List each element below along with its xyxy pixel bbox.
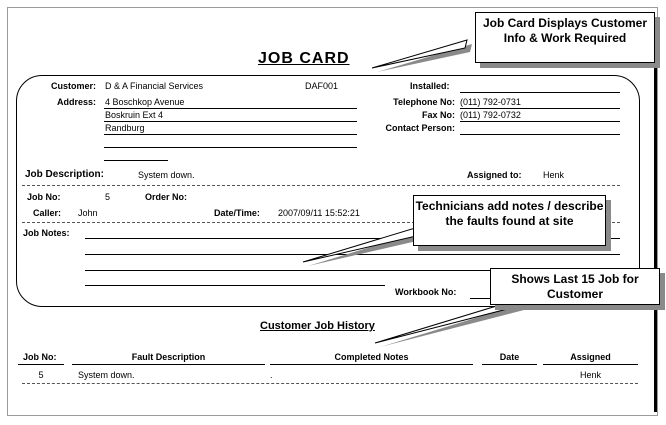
divider <box>22 222 620 223</box>
job-description-label: Job Description: <box>25 169 104 180</box>
history-header-rule <box>18 364 64 365</box>
job-notes-line-1[interactable] <box>85 238 620 239</box>
history-col-assigned: Assigned <box>570 352 611 362</box>
customer-value: D & A Financial Services <box>105 81 204 91</box>
history-header-rule <box>270 364 473 365</box>
history-col-notes: Completed Notes <box>334 352 409 362</box>
callout-customer-info: Job Card Displays Customer Info & Work R… <box>475 12 655 63</box>
caller-value: John <box>78 208 98 218</box>
installed-field[interactable] <box>460 92 620 93</box>
page-edge-line <box>654 65 657 412</box>
pointer-info <box>371 39 468 69</box>
address-label: Address: <box>56 97 96 107</box>
history-title: Customer Job History <box>260 320 375 332</box>
address-field-5[interactable] <box>104 160 168 161</box>
job-notes-line-3[interactable] <box>85 270 620 271</box>
contact-label: Contact Person: <box>385 123 455 133</box>
history-col-job-no: Job No: <box>23 352 57 362</box>
workbook-label: Workbook No: <box>395 287 457 297</box>
job-no-label: Job No: <box>27 192 61 202</box>
fax-value: (011) 792-0732 <box>460 110 521 120</box>
customer-code: DAF001 <box>305 81 339 91</box>
divider <box>22 185 620 186</box>
address-field-3[interactable] <box>104 134 357 135</box>
telephone-label: Telephone No: <box>393 97 455 107</box>
history-col-fault: Fault Description <box>131 352 206 362</box>
history-row-divider <box>22 383 638 384</box>
address-field-4[interactable] <box>104 147 357 148</box>
customer-label: Customer: <box>50 81 96 91</box>
assigned-value: Henk <box>543 170 565 180</box>
address-field-1[interactable] <box>104 108 357 109</box>
history-col-date: Date <box>499 352 520 362</box>
installed-label: Installed: <box>410 81 450 91</box>
history-header-rule <box>543 364 638 365</box>
address-line-3: Randburg <box>105 123 145 133</box>
history-row-job-no: 5 <box>38 370 44 380</box>
window-frame <box>7 7 658 416</box>
job-card-title: JOB CARD <box>258 50 350 67</box>
job-description-value: System down. <box>138 170 195 180</box>
job-notes-label: Job Notes: <box>23 228 70 238</box>
history-row-assigned: Henk <box>579 370 601 380</box>
assigned-label: Assigned to: <box>467 170 522 180</box>
telephone-value: (011) 792-0731 <box>460 97 521 107</box>
callout-job-history: Shows Last 15 Job for Customer <box>490 268 660 305</box>
job-notes-line-4[interactable] <box>85 285 385 286</box>
order-no-label: Order No: <box>145 192 188 202</box>
telephone-field[interactable] <box>460 108 620 109</box>
address-line-1: 4 Boschkop Avenue <box>105 97 185 107</box>
address-line-2: Boskruin Ext 4 <box>105 110 164 120</box>
fax-field[interactable] <box>460 121 620 122</box>
datetime-label: Date/Time: <box>214 208 260 218</box>
caller-label: Caller: <box>33 208 62 218</box>
history-header-rule <box>482 364 537 365</box>
history-row-notes: . <box>270 370 273 380</box>
job-card-panel <box>16 75 640 307</box>
workbook-field[interactable] <box>470 298 500 299</box>
job-no-value: 5 <box>105 192 111 202</box>
fax-label: Fax No: <box>421 110 455 120</box>
pointer-notes <box>302 224 426 263</box>
address-field-2[interactable] <box>104 121 357 122</box>
contact-field[interactable] <box>460 134 620 135</box>
datetime-value: 2007/09/11 15:52:21 <box>278 208 360 218</box>
history-header-rule <box>72 364 265 365</box>
callout-technician-notes: Technicians add notes / describe the fau… <box>413 195 606 246</box>
history-row-fault: System down. <box>78 370 135 380</box>
